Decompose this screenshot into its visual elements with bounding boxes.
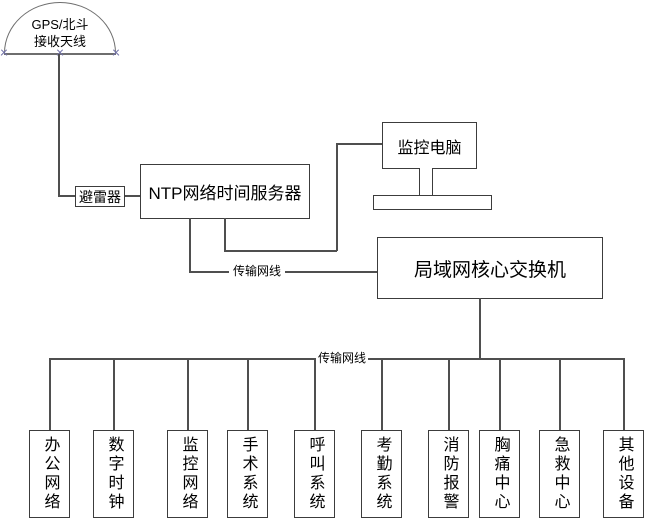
terminal-label: 监控网络 xyxy=(179,436,197,512)
terminal-label: 考勤系统 xyxy=(373,436,391,512)
terminal-label: 办公网络 xyxy=(41,436,59,512)
monitor-stand xyxy=(419,168,433,197)
terminal-monitoring-network: 监控网络 xyxy=(167,430,208,518)
drop-line-other-devices xyxy=(623,358,625,431)
ntp-to-monitor-line-seg1 xyxy=(224,218,226,251)
drop-line-office-network xyxy=(49,358,51,431)
terminal-emergency-center: 急救中心 xyxy=(539,430,580,518)
drop-line-chest-pain-center xyxy=(499,358,501,431)
ntp-server-box: NTP网络时间服务器 xyxy=(140,164,310,219)
monitor-pc-label: 监控电脑 xyxy=(397,139,462,157)
terminal-label: 手术系统 xyxy=(239,436,257,512)
terminal-chest-pain-center: 胸痛中心 xyxy=(479,430,520,518)
drop-line-attendance-system xyxy=(381,358,383,431)
terminal-surgery-system: 手术系统 xyxy=(227,430,268,518)
lightning-arrester-box: 避雷器 xyxy=(75,186,125,207)
terminal-label: 其他设备 xyxy=(615,436,633,512)
terminal-fire-alarm: 消防报警 xyxy=(428,430,469,518)
terminal-digital-clock: 数字时钟 xyxy=(93,430,134,518)
drop-line-surgery-system xyxy=(247,358,249,431)
terminal-label: 急救中心 xyxy=(551,436,569,512)
terminal-label: 数字时钟 xyxy=(105,436,123,512)
terminal-label: 消防报警 xyxy=(440,436,458,512)
antenna-base-line xyxy=(4,53,116,55)
terminal-attendance-system: 考勤系统 xyxy=(361,430,402,518)
gps-antenna-dome: GPS/北斗 接收天线 xyxy=(4,2,116,53)
antenna-feed-line-horizontal xyxy=(58,195,75,197)
antenna-feed-line-vertical xyxy=(58,54,60,196)
core-switch-label: 局域网核心交换机 xyxy=(413,259,566,281)
terminal-label: 呼叫系统 xyxy=(306,436,324,512)
ntp-to-monitor-line-seg3 xyxy=(336,143,338,251)
monitor-base xyxy=(373,195,492,210)
antenna-label-line2: 接收天线 xyxy=(33,34,86,49)
ntp-server-label: NTP网络时间服务器 xyxy=(148,184,302,203)
cable-label-1: 传输网线 xyxy=(229,265,285,278)
antenna-label-line1: GPS/北斗 xyxy=(31,17,89,32)
terminal-label: 胸痛中心 xyxy=(491,436,509,512)
drop-line-digital-clock xyxy=(113,358,115,431)
core-switch-box: 局域网核心交换机 xyxy=(377,237,603,299)
ntp-to-monitor-line-seg2 xyxy=(224,250,337,252)
arrester-to-ntp-line xyxy=(125,195,140,197)
drop-line-fire-alarm xyxy=(448,358,450,431)
switch-to-bus-line xyxy=(479,298,481,359)
terminal-call-system: 呼叫系统 xyxy=(294,430,335,518)
cable-label-2: 传输网线 xyxy=(316,351,368,365)
lightning-arrester-label: 避雷器 xyxy=(79,188,121,205)
ntp-to-switch-line-vertical xyxy=(189,218,191,272)
drop-line-emergency-center xyxy=(559,358,561,431)
monitor-pc-box: 监控电脑 xyxy=(382,122,477,169)
drop-line-monitoring-network xyxy=(187,358,189,431)
terminal-office-network: 办公网络 xyxy=(29,430,70,518)
ntp-to-monitor-line-seg4 xyxy=(336,143,382,145)
drop-line-call-system xyxy=(314,359,316,431)
terminal-other-devices: 其他设备 xyxy=(603,430,644,518)
